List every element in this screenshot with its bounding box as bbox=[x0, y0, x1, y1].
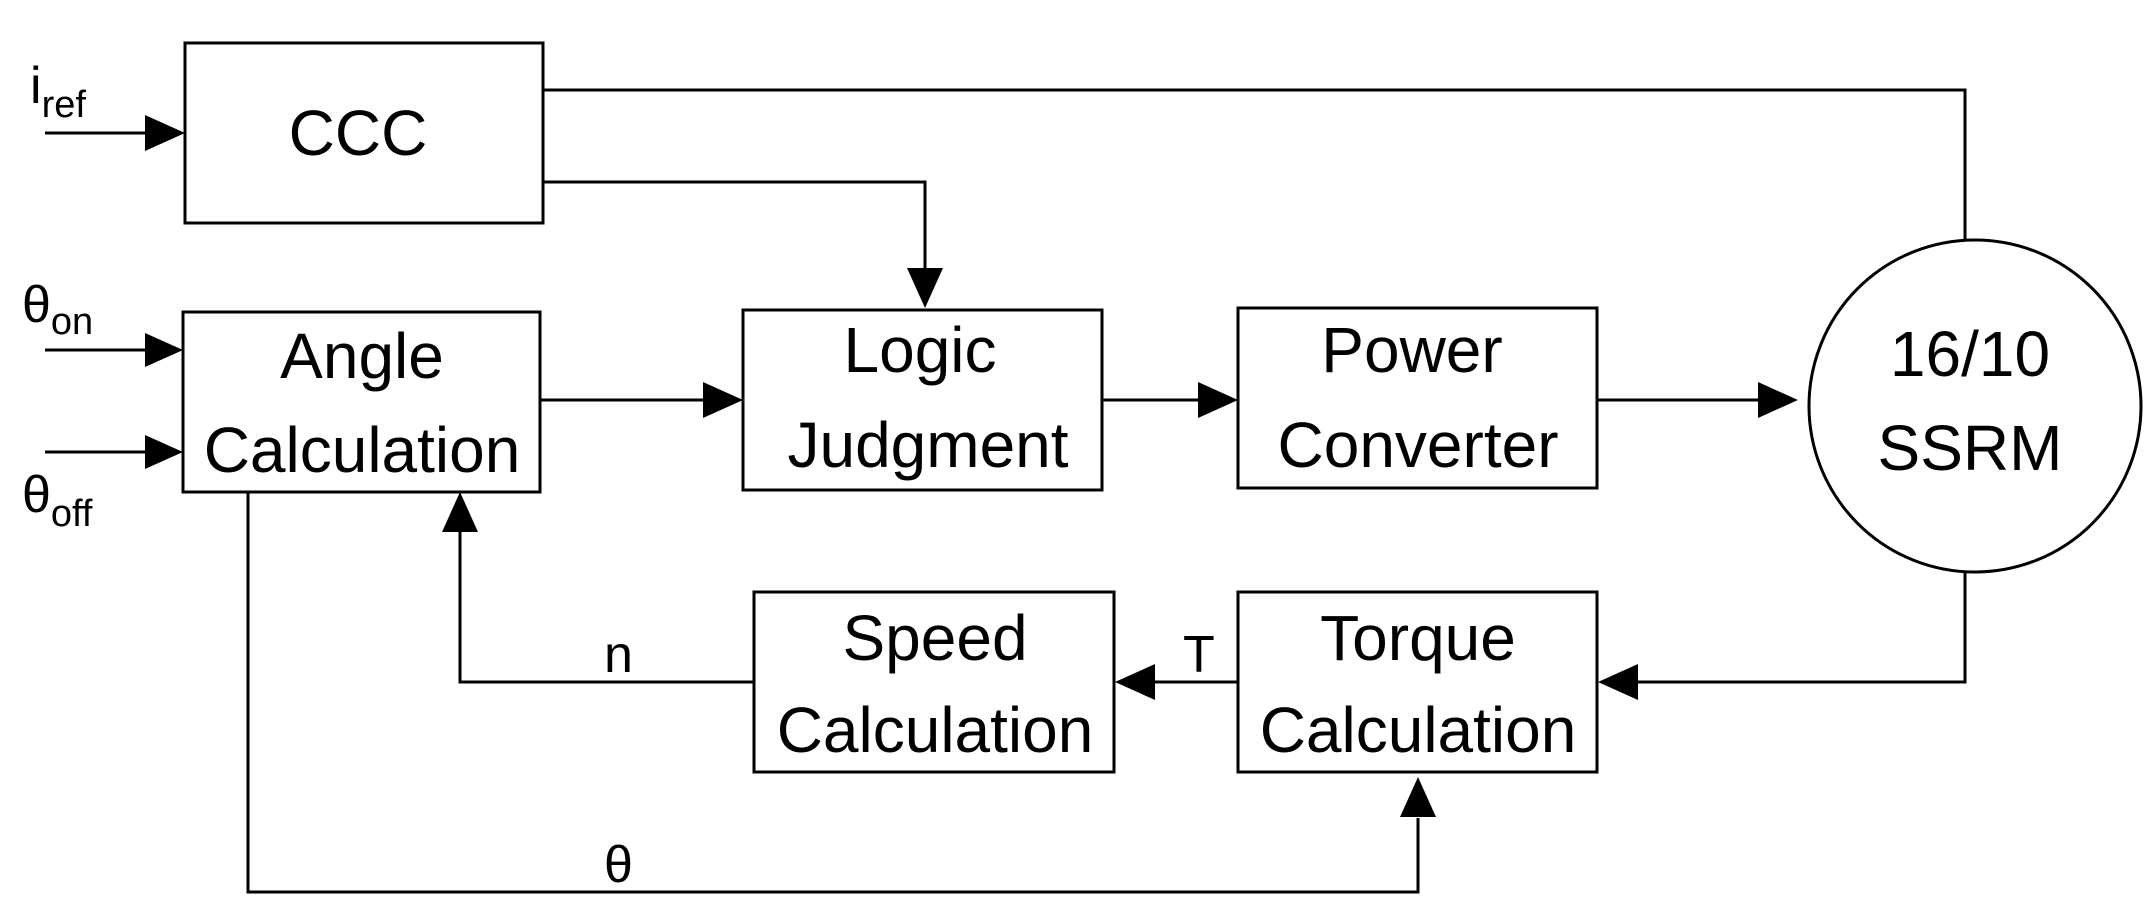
speed-to-angle-line bbox=[458, 528, 754, 684]
theta-on-input-arrowhead bbox=[145, 333, 183, 367]
i-ref-label: iref bbox=[30, 57, 86, 126]
angle-calculation-label-line2: Calculation bbox=[204, 414, 521, 486]
speed-to-angle-arrowhead bbox=[442, 492, 478, 532]
logic-judgment-label-line1: Logic bbox=[844, 314, 997, 386]
torque-calculation-label-line2: Calculation bbox=[1260, 694, 1577, 766]
torque-calculation-label-line1: Torque bbox=[1320, 602, 1516, 674]
torque-signal-label: T bbox=[1183, 626, 1215, 684]
ssrm-motor-label-line1: 16/10 bbox=[1890, 318, 2050, 390]
ccc-to-logic-arrowhead bbox=[907, 268, 943, 308]
angle-calculation-label-line1: Angle bbox=[280, 320, 444, 392]
ccc-label: CCC bbox=[289, 97, 428, 169]
logic-judgment-label-line2: Judgment bbox=[787, 409, 1068, 481]
speed-calculation-block: Speed Calculation bbox=[752, 590, 1116, 774]
ccc-to-motor-line bbox=[543, 88, 1967, 242]
motor-to-torque-line bbox=[1630, 570, 1967, 684]
angle-to-logic-arrowhead bbox=[703, 382, 743, 418]
angle-signal-label: θ bbox=[604, 836, 633, 894]
torque-calculation-block: Torque Calculation bbox=[1236, 590, 1599, 774]
theta-off-input-arrowhead bbox=[145, 435, 183, 469]
angle-to-torque-arrowhead bbox=[1400, 777, 1436, 817]
speed-calculation-label-line1: Speed bbox=[842, 602, 1027, 674]
speed-signal-label: n bbox=[604, 626, 633, 684]
torque-to-speed-arrowhead bbox=[1115, 664, 1155, 700]
motor-to-torque-arrowhead bbox=[1598, 664, 1638, 700]
power-converter-label-line2: Converter bbox=[1278, 409, 1559, 481]
logic-judgment-block: Logic Judgment bbox=[741, 308, 1104, 492]
angle-calculation-block: Angle Calculation bbox=[181, 310, 542, 494]
theta-off-label: θoff bbox=[22, 466, 93, 535]
theta-on-label: θon bbox=[22, 276, 93, 343]
logic-to-power-arrowhead bbox=[1198, 382, 1238, 418]
i-ref-input-arrowhead bbox=[145, 115, 185, 151]
power-converter-block: Power Converter bbox=[1236, 306, 1599, 490]
angle-to-torque-line bbox=[246, 492, 1420, 894]
ccc-to-logic-line bbox=[543, 180, 927, 270]
ccc-block: CCC bbox=[183, 41, 545, 225]
speed-calculation-label-line2: Calculation bbox=[777, 694, 1094, 766]
connections bbox=[45, 88, 1967, 894]
power-to-motor-arrowhead bbox=[1758, 382, 1798, 418]
ssrm-motor-label-line2: SSRM bbox=[1878, 412, 2063, 484]
power-converter-label-line1: Power bbox=[1321, 314, 1502, 386]
ssrm-motor-block: 16/10 SSRM bbox=[1807, 238, 2143, 574]
